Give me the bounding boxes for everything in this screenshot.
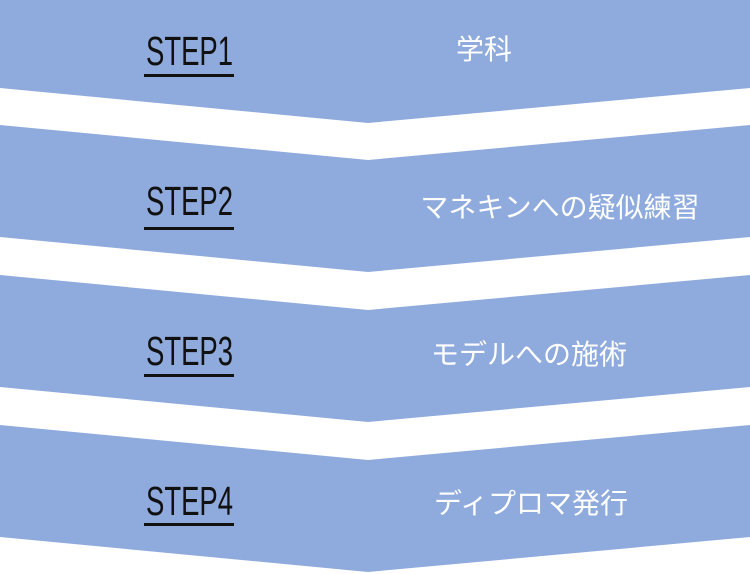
step-label: STEP3 xyxy=(146,328,234,374)
step-title: モデルへの施術 xyxy=(430,339,628,370)
step-label: STEP1 xyxy=(146,28,234,74)
step-underline xyxy=(144,74,234,77)
step-underline xyxy=(144,374,234,377)
step-title: ディプロマ発行 xyxy=(433,488,629,519)
step-label: STEP4 xyxy=(146,478,234,524)
step-underline xyxy=(144,227,234,230)
step-label: STEP2 xyxy=(146,178,234,224)
step-title: 学科 xyxy=(455,34,513,65)
step-title: マネキンへの疑似練習 xyxy=(420,192,700,223)
step-underline xyxy=(144,523,234,526)
